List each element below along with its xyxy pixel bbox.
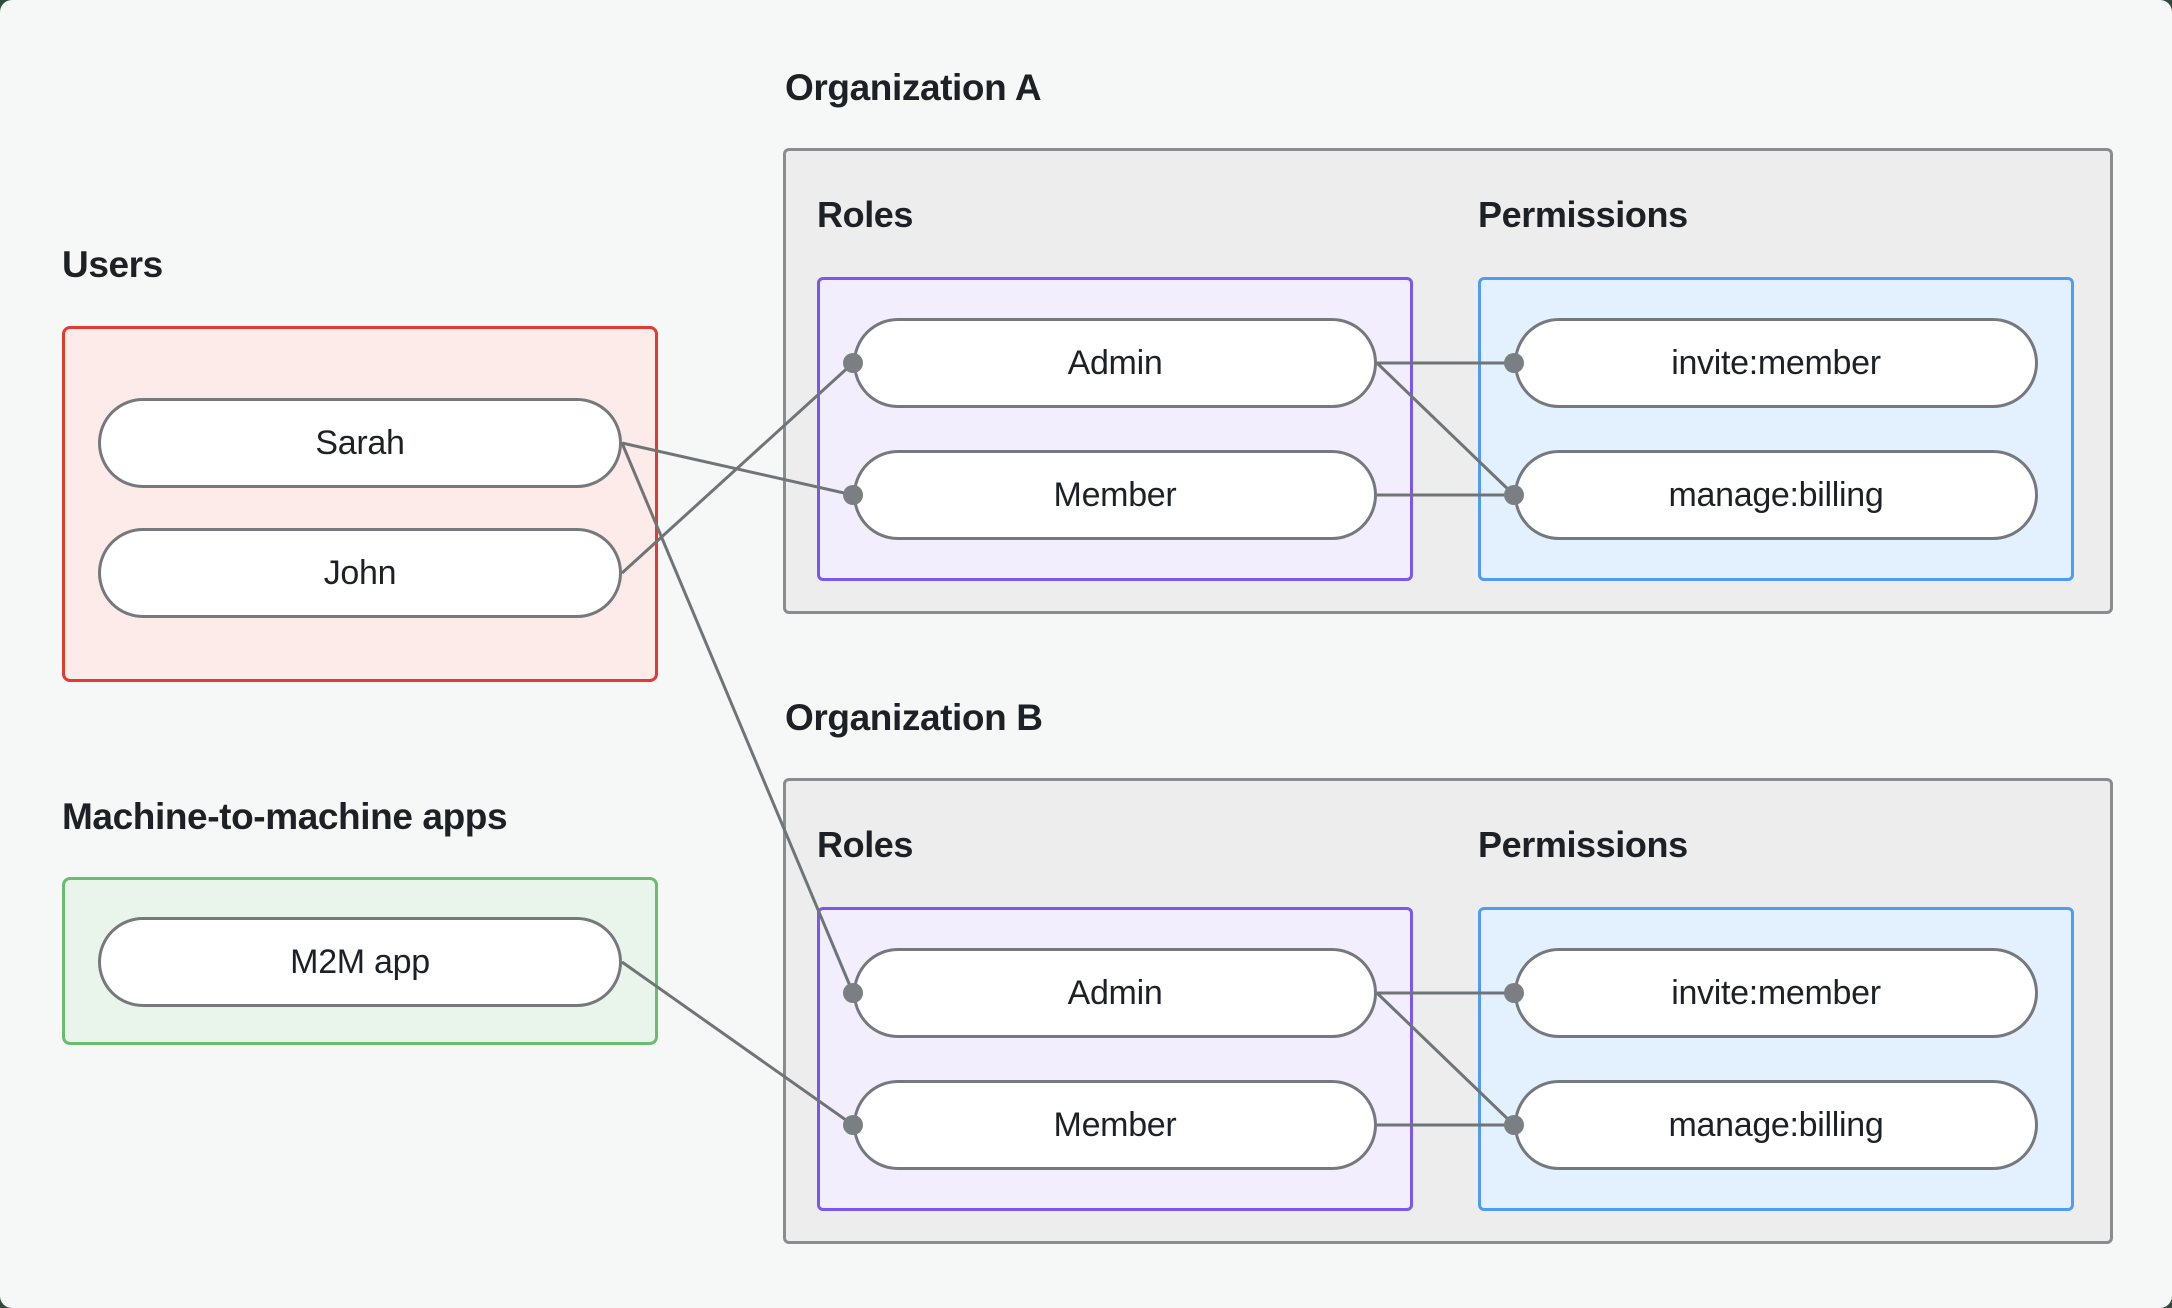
org-b-role-member: Member xyxy=(853,1080,1377,1170)
users-group-label: Users xyxy=(62,244,163,285)
org-b-permission-manage-billing: manage:billing xyxy=(1514,1080,2038,1170)
m2m-group-label: Machine-to-machine apps xyxy=(62,796,508,837)
org-a-roles-label: Roles xyxy=(817,194,914,235)
org-a-permission-manage-billing: manage:billing xyxy=(1514,450,2038,540)
org-b-label: Organization B xyxy=(785,697,1043,738)
org-b-role-admin: Admin xyxy=(853,948,1377,1038)
org-a-permission-invite-member: invite:member xyxy=(1514,318,2038,408)
org-a-permissions-label: Permissions xyxy=(1478,194,1688,235)
m2m-app-node: M2M app xyxy=(98,917,622,1007)
org-a-role-member: Member xyxy=(853,450,1377,540)
org-a-role-admin: Admin xyxy=(853,318,1377,408)
org-b-roles-label: Roles xyxy=(817,824,914,865)
org-b-permissions-label: Permissions xyxy=(1478,824,1688,865)
org-b-permission-invite-member: invite:member xyxy=(1514,948,2038,1038)
user-node-sarah: Sarah xyxy=(98,398,622,488)
user-node-john: John xyxy=(98,528,622,618)
users-group-box xyxy=(62,326,658,682)
org-a-label: Organization A xyxy=(785,67,1042,108)
